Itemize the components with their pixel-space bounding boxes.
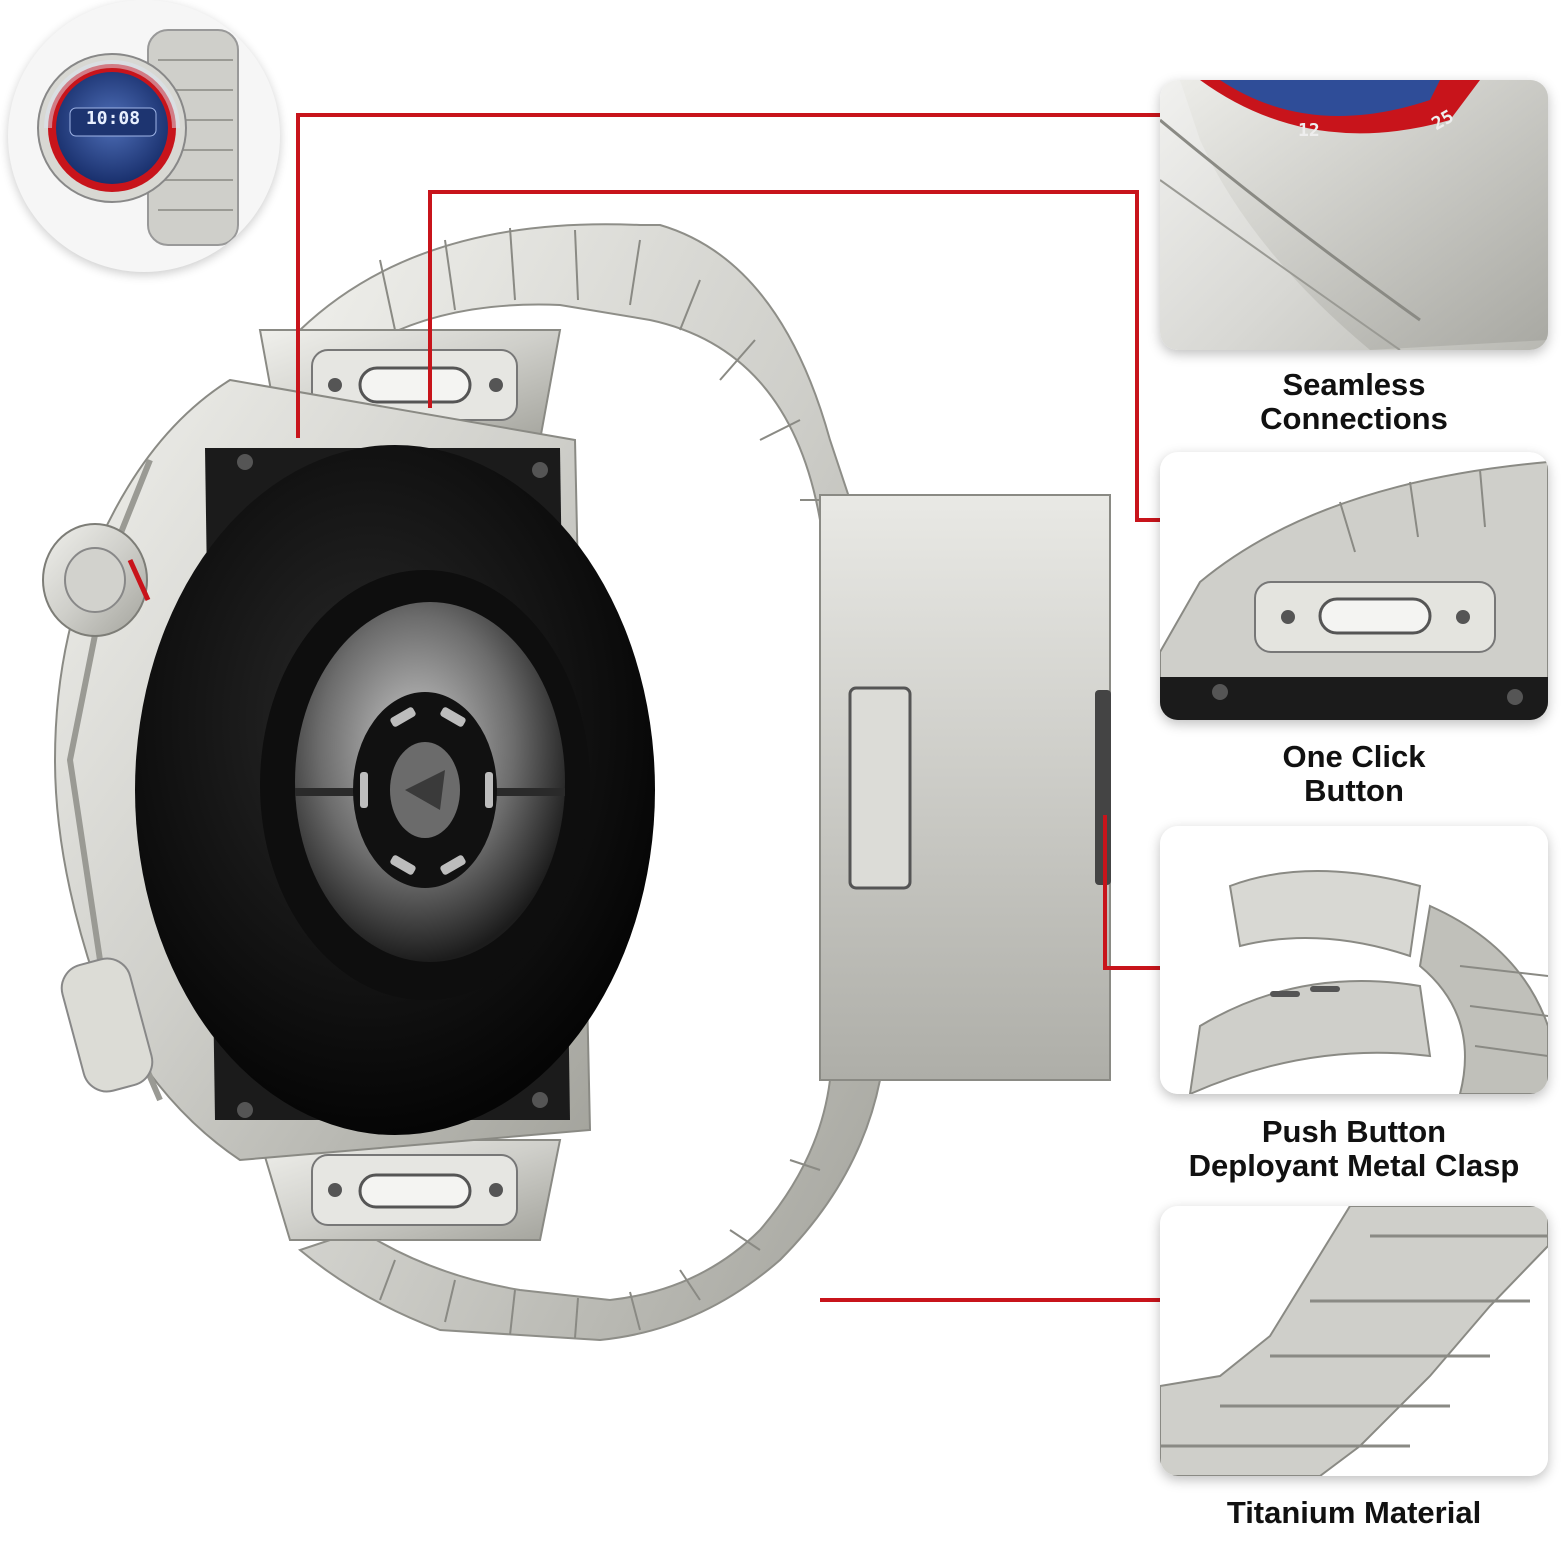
callout-line-one-click [428,190,1160,522]
caption-one-click-line2: Button [1304,773,1404,808]
caption-one-click: One Click Button [1160,740,1548,808]
clasp-detail-graphic [1160,826,1548,1094]
caption-clasp-line1: Push Button [1261,1114,1447,1149]
caption-seamless-line1: Seamless [1282,367,1426,402]
caption-clasp: Push Button Deployant Metal Clasp [1160,1115,1548,1183]
callout-lines [296,113,1160,1302]
caption-one-click-line1: One Click [1282,739,1426,774]
thumbnail-time: 10:08 [85,108,141,129]
caption-seamless-line2: Connections [1260,401,1448,436]
caption-titanium: Titanium Material [1160,1496,1548,1530]
detail-card-one-click [1160,452,1548,720]
watch-case [42,378,655,1162]
caption-clasp-line2: Deployant Metal Clasp [1188,1148,1520,1183]
seamless-detail-graphic [1160,80,1548,350]
thumbnail-watch: 10:08 [8,0,280,272]
lower-lug [258,1139,562,1241]
titanium-detail-graphic [1160,1206,1548,1476]
caption-seamless: Seamless Connections [1160,368,1548,436]
crown [42,523,151,637]
callout-line-clasp [1103,815,1160,970]
caption-titanium-line1: Titanium Material [1226,1495,1482,1530]
detail-card-clasp [1160,826,1548,1094]
dial-number-12: 12 [1298,120,1320,141]
callout-line-seamless [296,113,1160,438]
one-click-detail-graphic [1160,452,1548,720]
detail-card-titanium [1160,1206,1548,1476]
thumbnail-watch-graphic [37,29,239,246]
detail-card-seamless: 12 25 [1160,80,1548,350]
